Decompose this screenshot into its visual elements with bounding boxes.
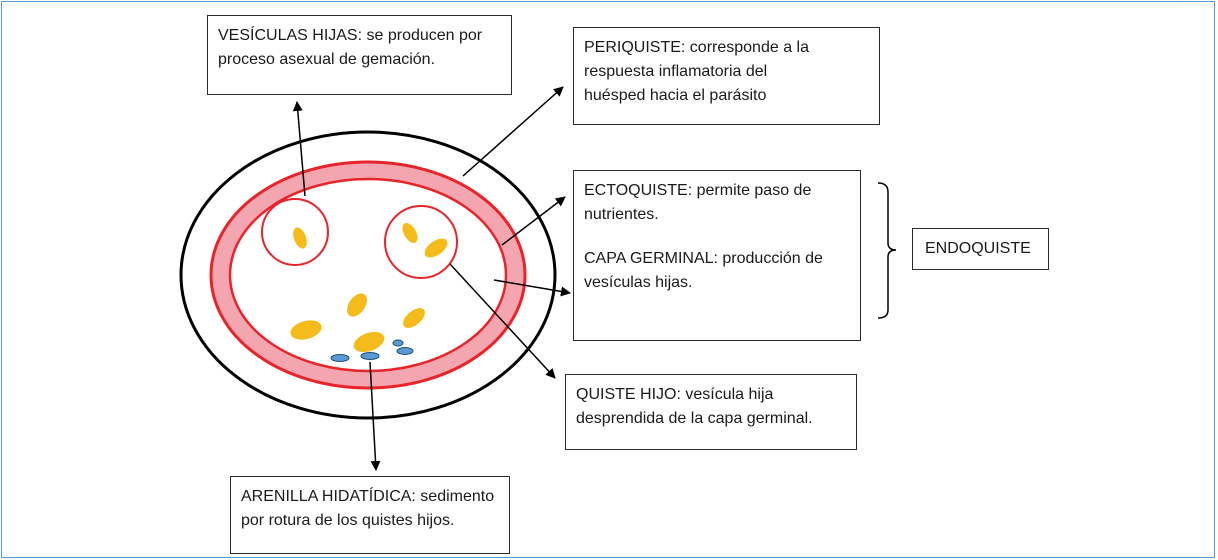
protoscolex	[293, 227, 307, 249]
periquiste-line1: PERIQUISTE: corresponde a la	[584, 39, 809, 56]
arenilla-line2: por rotura de los quistes hijos.	[241, 512, 455, 529]
protoscolex	[347, 293, 367, 317]
ectoquiste-capa-germinal-box: ECTOQUISTE: permite paso de nutrientes. …	[573, 170, 861, 341]
hydatid-sand-particle	[392, 339, 404, 347]
hydatid-sand-particle	[396, 347, 414, 355]
arenilla-line1: ARENILLA HIDATÍDICA: sedimento	[241, 488, 495, 505]
quiste-hijo-line2: desprendida de la capa germinal.	[576, 410, 813, 427]
vesiculas-hijas-line1: VESÍCULAS HIJAS: se producen por	[218, 27, 483, 44]
ectoquiste-line1: ECTOQUISTE: permite paso de	[584, 182, 812, 199]
arrow-capa-germinal	[493, 279, 571, 297]
capa-germinal-line1: CAPA GERMINAL: producción de	[584, 250, 823, 267]
endoquiste-label: ENDOQUISTE	[925, 240, 1031, 257]
protoscolex	[403, 308, 425, 328]
arenilla-box: ARENILLA HIDATÍDICA: sedimento por rotur…	[230, 476, 510, 554]
hydatid-sand-particle	[330, 354, 350, 362]
vesiculas-hijas-line2: proceso asexual de gemación.	[218, 51, 436, 68]
protoscolex	[353, 331, 385, 353]
daughter-vesicle-right	[384, 205, 458, 279]
periquiste-line3: huésped hacia el parásito	[584, 87, 767, 104]
periquiste-box: PERIQUISTE: corresponde a la respuesta i…	[573, 27, 880, 125]
ectoquiste-line2: nutrientes.	[584, 206, 659, 223]
vesiculas-hijas-box: VESÍCULAS HIJAS: se producen por proceso…	[207, 15, 512, 95]
protoscolex	[290, 320, 322, 340]
hydatid-sand-particle	[360, 352, 380, 360]
protoscolex	[402, 223, 418, 243]
protoscolex	[424, 238, 448, 258]
quiste-hijo-box: QUISTE HIJO: vesícula hija desprendida d…	[565, 374, 857, 450]
quiste-hijo-line1: QUISTE HIJO: vesícula hija	[576, 386, 774, 403]
arrow-vesiculas-hijas	[292, 101, 306, 197]
endoquiste-box: ENDOQUISTE	[912, 228, 1049, 270]
periquiste-line2: respuesta inflamatoria del	[584, 63, 768, 80]
arrow-quiste-hijo	[449, 263, 556, 379]
arrow-ectoquiste	[501, 196, 566, 246]
capa-germinal-line2: vesículas hijas.	[584, 274, 693, 291]
endoquiste-bracket	[877, 182, 897, 319]
arrow-arenilla	[369, 361, 381, 471]
arrow-periquiste	[462, 86, 564, 177]
